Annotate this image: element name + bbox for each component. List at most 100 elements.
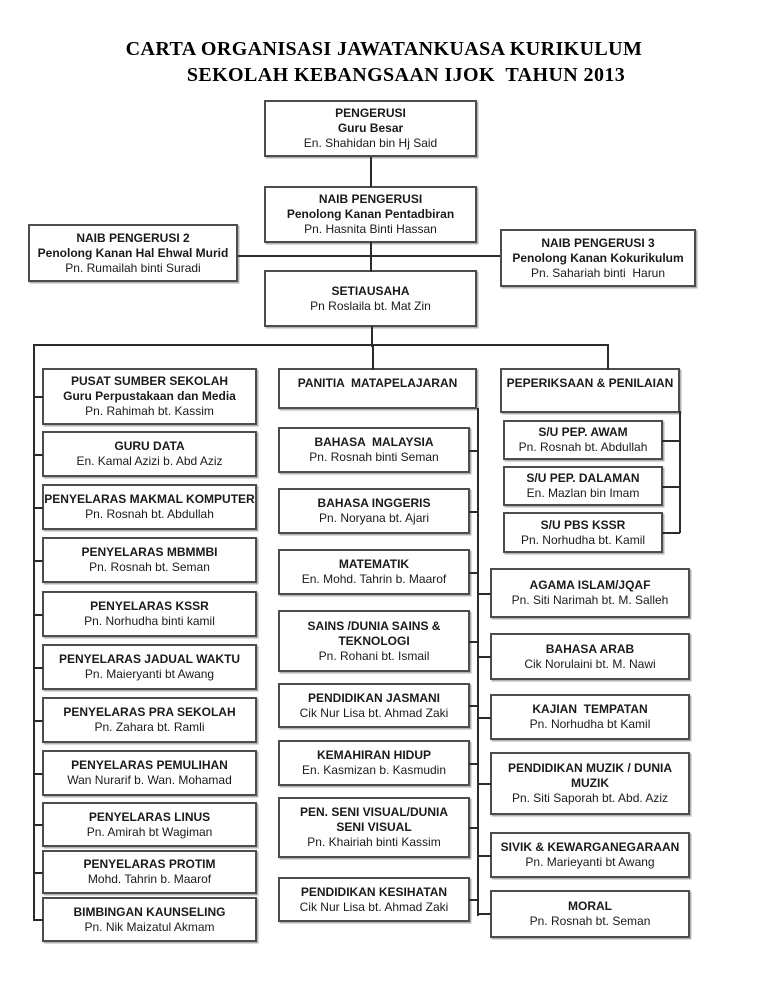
box-title: PENYELARAS MBMMBI (81, 545, 218, 559)
box-kajian-tempatan: KAJIAN TEMPATAN Pn. Norhudha bt Kamil (490, 694, 690, 740)
box-title: S/U PBS KSSR (540, 517, 626, 532)
box-name: Pn. Amirah bt Wagiman (86, 824, 213, 839)
connector-line (33, 396, 43, 398)
box-name: Pn. Nik Maizatul Akmam (84, 919, 215, 934)
box-name: Pn. Siti Narimah bt. M. Salleh (511, 593, 669, 607)
box-agama-islam-jqaf: AGAMA ISLAM/JQAF Pn. Siti Narimah bt. M.… (490, 568, 690, 618)
box-name: Cik Nur Lisa bt. Ahmad Zaki (299, 899, 449, 914)
box-pendidikan-kesihatan: PENDIDIKAN KESIHATAN Cik Nur Lisa bt. Ah… (278, 877, 470, 922)
connector-line (477, 855, 491, 857)
box-penyelaras-kssr: PENYELARAS KSSR Pn. Norhudha binti kamil (42, 591, 257, 637)
box-name: Wan Nurarif b. Wan. Mohamad (67, 773, 232, 787)
box-title: PENYELARAS MAKMAL KOMPUTER (44, 492, 255, 506)
box-title: PENDIDIKAN KESIHATAN (300, 884, 448, 899)
connector-line (469, 641, 478, 643)
box-title: PENYELARAS KSSR (90, 599, 209, 613)
box-title: NAIB PENGERUSI 3 (541, 235, 655, 250)
box-title: BAHASA ARAB (545, 641, 635, 656)
box-matematik: MATEMATIK En. Mohd. Tahrin b. Maarof (278, 549, 470, 595)
box-title: PEPERIKSAAN & PENILAIAN (506, 376, 674, 390)
page-title-line1: CARTA ORGANISASI JAWATANKUASA KURIKULUM (125, 38, 643, 60)
connector-line (662, 440, 680, 442)
connector-line (33, 344, 609, 346)
connector-line (33, 345, 35, 921)
connector-line (477, 717, 491, 719)
box-title: BAHASA MALAYSIA (314, 435, 434, 449)
box-title: SIVIK & KEWARGANEGARAAN (500, 840, 680, 854)
box-setiausaha: SETIAUSAHA Pn Roslaila bt. Mat Zin (264, 270, 477, 327)
connector-line (679, 411, 681, 533)
connector-line (469, 763, 478, 765)
box-penyelaras-pra-sekolah: PENYELARAS PRA SEKOLAH Pn. Zahara bt. Ra… (42, 697, 257, 743)
connector-line (607, 345, 609, 370)
box-panitia-matapelajaran-header: PANITIA MATAPELAJARAN (278, 368, 477, 409)
connector-line (370, 157, 372, 187)
box-pengerusi: PENGERUSI Guru Besar En. Shahidan bin Hj… (264, 100, 477, 157)
box-name: Pn. Hasnita Binti Hassan (304, 222, 437, 236)
box-penyelaras-linus: PENYELARAS LINUS Pn. Amirah bt Wagiman (42, 802, 257, 847)
box-title: SETIAUSAHA (331, 283, 410, 298)
connector-line (477, 408, 479, 916)
connector-line (33, 454, 43, 456)
box-name: Pn. Khairiah binti Kassim (307, 835, 441, 849)
box-title: PUSAT SUMBER SEKOLAH (70, 374, 229, 388)
box-title: NAIB PENGERUSI 2 (76, 230, 190, 245)
connector-line (477, 593, 491, 595)
box-pusat-sumber-sekolah: PUSAT SUMBER SEKOLAH Guru Perpustakaan d… (42, 368, 257, 425)
box-title: PENDIDIKAN JASMANI (307, 690, 440, 705)
box-name: Pn. Rumailah binti Suradi (65, 260, 201, 275)
connector-line (469, 511, 478, 513)
box-sains-dunia-sains-teknologi: SAINS /DUNIA SAINS & TEKNOLOGI Pn. Rohan… (278, 610, 470, 672)
box-bahasa-malaysia: BAHASA MALAYSIA Pn. Rosnah binti Seman (278, 427, 470, 473)
box-title: PEN. SENI VISUAL/DUNIA SENI VISUAL (299, 805, 449, 834)
box-name: Pn. Rosnah bt. Seman (529, 914, 651, 928)
page-title: CARTA ORGANISASI JAWATANKUASA KURIKULUM … (0, 36, 768, 88)
box-name: Pn. Norhudha binti kamil (84, 614, 215, 628)
box-su-pep-awam: S/U PEP. AWAM Pn. Rosnah bt. Abdullah (503, 420, 663, 460)
box-su-pep-dalaman: S/U PEP. DALAMAN En. Mazlan bin Imam (503, 466, 663, 506)
box-su-pbs-kssr: S/U PBS KSSR Pn. Norhudha bt. Kamil (503, 512, 663, 553)
box-bahasa-arab: BAHASA ARAB Cik Norulaini bt. M. Nawi (490, 633, 690, 680)
box-name: Pn. Marieyanti bt Awang (525, 855, 655, 869)
connector-line (33, 720, 43, 722)
box-pen-seni-visual: PEN. SENI VISUAL/DUNIA SENI VISUAL Pn. K… (278, 797, 470, 858)
box-pendidikan-jasmani: PENDIDIKAN JASMANI Cik Nur Lisa bt. Ahma… (278, 683, 470, 728)
box-name: Pn. Rosnah bt. Seman (89, 560, 210, 574)
box-title: PENYELARAS PROTIM (83, 857, 216, 871)
connector-line (33, 560, 43, 562)
box-penyelaras-protim: PENYELARAS PROTIM Mohd. Tahrin b. Maarof (42, 850, 257, 894)
box-name: Pn. Noryana bt. Ajari (318, 511, 430, 525)
box-name: Cik Nur Lisa bt. Ahmad Zaki (299, 705, 449, 720)
box-naib-pengerusi-3: NAIB PENGERUSI 3 Penolong Kanan Kokuriku… (500, 229, 696, 287)
box-penyelaras-pemulihan: PENYELARAS PEMULIHAN Wan Nurarif b. Wan.… (42, 750, 257, 796)
box-title: KAJIAN TEMPATAN (532, 702, 648, 716)
box-name: Pn. Rosnah bt. Abdullah (85, 507, 214, 521)
box-title: S/U PEP. AWAM (538, 425, 628, 439)
box-title: MATEMATIK (338, 557, 410, 571)
box-name: En. Kasmizan b. Kasmudin (301, 763, 447, 777)
box-name: Pn. Rosnah bt. Abdullah (518, 440, 648, 454)
box-title: BIMBINGAN KAUNSELING (73, 904, 226, 919)
connector-line (372, 345, 374, 370)
box-peperiksaan-penilaian-header: PEPERIKSAAN & PENILAIAN (500, 368, 680, 413)
box-title: PENYELARAS PEMULIHAN (71, 758, 228, 772)
box-moral: MORAL Pn. Rosnah bt. Seman (490, 890, 690, 938)
box-title: MORAL (568, 899, 612, 913)
connector-line (238, 255, 500, 257)
connector-line (33, 507, 43, 509)
connector-line (469, 899, 478, 901)
connector-line (469, 572, 478, 574)
box-name: Pn. Maieryanti bt Awang (84, 667, 215, 681)
box-name: Pn. Norhudha bt. Kamil (520, 532, 646, 547)
box-penyelaras-mbmmbi: PENYELARAS MBMMBI Pn. Rosnah bt. Seman (42, 537, 257, 583)
box-title: AGAMA ISLAM/JQAF (529, 578, 651, 592)
box-title: PENGERUSI (335, 106, 406, 120)
box-bahasa-inggeris: BAHASA INGGERIS Pn. Noryana bt. Ajari (278, 488, 470, 534)
box-name: Pn. Rahimah bt. Kassim (85, 404, 214, 418)
box-title: PENYELARAS PRA SEKOLAH (63, 705, 236, 719)
box-name: Pn. Rosnah binti Seman (309, 450, 439, 464)
box-name: Mohd. Tahrin b. Maarof (87, 872, 212, 886)
box-name: En. Kamal Azizi b. Abd Aziz (76, 454, 223, 468)
box-title: SAINS /DUNIA SAINS & TEKNOLOGI (307, 618, 441, 648)
